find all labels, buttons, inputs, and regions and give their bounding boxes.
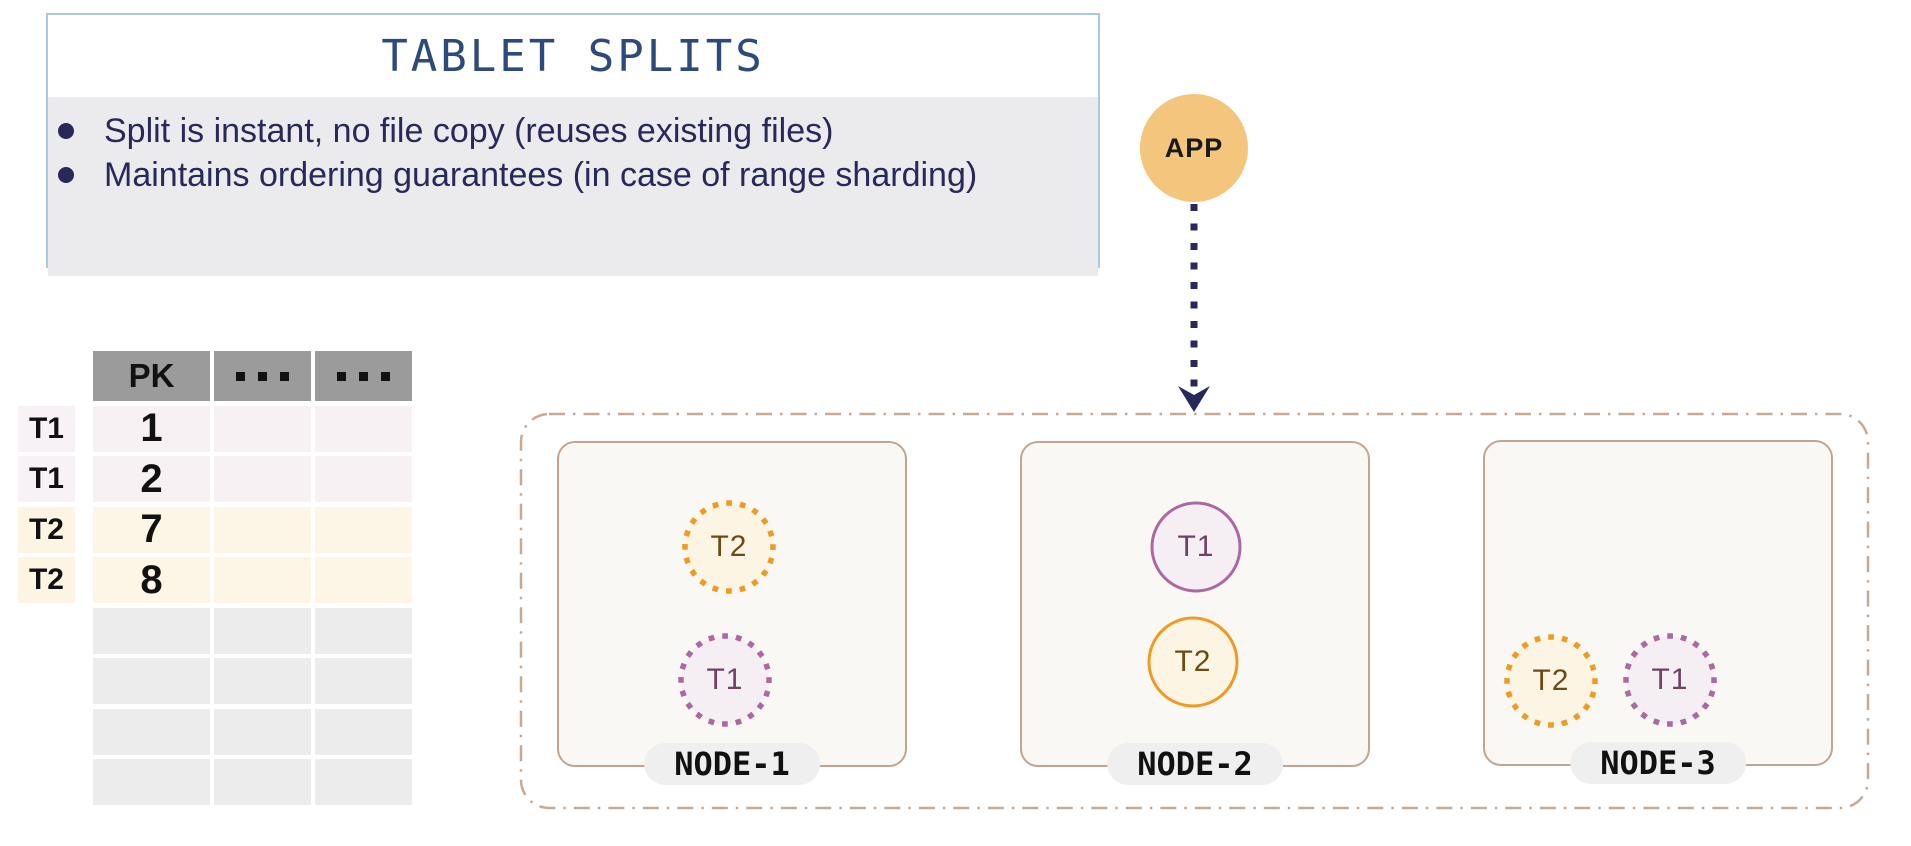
ellipsis-dots bbox=[236, 371, 289, 381]
tablet-label: T1 bbox=[1177, 530, 1215, 563]
app-label: APP bbox=[1164, 132, 1224, 163]
ellipsis-dots bbox=[337, 371, 390, 381]
table-cell bbox=[315, 456, 412, 502]
pk-table: PK 1 2 7 8 bbox=[93, 351, 412, 805]
bullet-list: Split is instant, no file copy (reuses e… bbox=[48, 97, 1098, 276]
table-cell bbox=[93, 708, 210, 755]
node-label: NODE-3 bbox=[1600, 744, 1716, 782]
node2-tablet-t2: T2 bbox=[1145, 614, 1241, 710]
tablet-row-label: T1 bbox=[18, 456, 75, 502]
dotted-purple-circle-icon bbox=[1623, 633, 1717, 727]
bullet-item: Split is instant, no file copy (reuses e… bbox=[48, 109, 1039, 153]
table-cell-pk: 1 bbox=[93, 405, 210, 452]
tablet-label: T2 bbox=[1532, 664, 1570, 697]
solid-purple-circle-icon bbox=[1150, 501, 1242, 593]
node-3: T2 T1 NODE-3 bbox=[1483, 440, 1833, 784]
tablet-row-label: T2 bbox=[18, 557, 75, 603]
table-cell-pk: 8 bbox=[93, 557, 210, 603]
dotted-purple-circle-icon bbox=[678, 633, 772, 727]
tablet-row-label: T2 bbox=[18, 506, 75, 553]
node-label-pill: NODE-1 bbox=[644, 743, 820, 785]
node3-tablet-t2: T2 bbox=[1503, 633, 1599, 729]
table-cell bbox=[214, 708, 311, 755]
tablet-row-label: T1 bbox=[18, 405, 75, 452]
tablet-label: T2 bbox=[710, 530, 748, 563]
app-to-cluster-arrow-icon bbox=[1178, 204, 1210, 412]
table-header-cell bbox=[315, 351, 412, 401]
pk-value: 7 bbox=[140, 507, 163, 551]
table-cell bbox=[93, 607, 210, 654]
table-cell bbox=[214, 405, 311, 452]
table-cell bbox=[214, 456, 311, 502]
node-label-pill: NODE-3 bbox=[1570, 742, 1746, 784]
node1-tablet-t1: T1 bbox=[677, 632, 773, 728]
info-panel: TABLET SPLITS Split is instant, no file … bbox=[46, 13, 1100, 276]
dotted-orange-circle-icon bbox=[682, 500, 776, 594]
table-cell bbox=[315, 557, 412, 603]
node-label-pill: NODE-2 bbox=[1107, 743, 1283, 785]
table-cell-pk: 7 bbox=[93, 506, 210, 553]
node-label: NODE-1 bbox=[674, 745, 790, 783]
table-cell bbox=[214, 658, 311, 704]
node-label: NODE-2 bbox=[1137, 745, 1253, 783]
app-node: APP bbox=[1140, 94, 1248, 202]
table-header-cell: PK bbox=[93, 351, 210, 401]
table-cell bbox=[315, 506, 412, 553]
pk-value: 1 bbox=[140, 406, 163, 450]
node-1: T2 T1 NODE-1 bbox=[557, 441, 907, 785]
tablet-label: T1 bbox=[1651, 663, 1689, 696]
solid-orange-circle-icon bbox=[1147, 616, 1239, 708]
node3-tablet-t1: T1 bbox=[1622, 632, 1718, 728]
table-cell bbox=[93, 759, 210, 805]
table-cell bbox=[315, 607, 412, 654]
table-cell bbox=[315, 405, 412, 452]
table-header-cell bbox=[214, 351, 311, 401]
bullet-item: Maintains ordering guarantees (in case o… bbox=[48, 153, 1039, 197]
panel-title: TABLET SPLITS bbox=[48, 15, 1098, 97]
node-2: T1 T2 NODE-2 bbox=[1020, 441, 1370, 785]
pk-value: 8 bbox=[140, 557, 163, 602]
tablet-label: T2 bbox=[1174, 645, 1212, 678]
pk-value: 2 bbox=[140, 456, 163, 501]
node2-tablet-t1: T1 bbox=[1148, 499, 1244, 595]
tablet-label: T1 bbox=[706, 663, 744, 696]
dotted-orange-circle-icon bbox=[1504, 634, 1598, 728]
table-cell bbox=[315, 658, 412, 704]
table-cell bbox=[315, 708, 412, 755]
table-cell bbox=[93, 658, 210, 704]
table-cell-pk: 2 bbox=[93, 456, 210, 502]
table-cell bbox=[214, 506, 311, 553]
table-cell bbox=[214, 607, 311, 654]
node1-tablet-t2: T2 bbox=[681, 499, 777, 595]
table-cell bbox=[214, 557, 311, 603]
table-cell bbox=[315, 759, 412, 805]
table-cell bbox=[214, 759, 311, 805]
